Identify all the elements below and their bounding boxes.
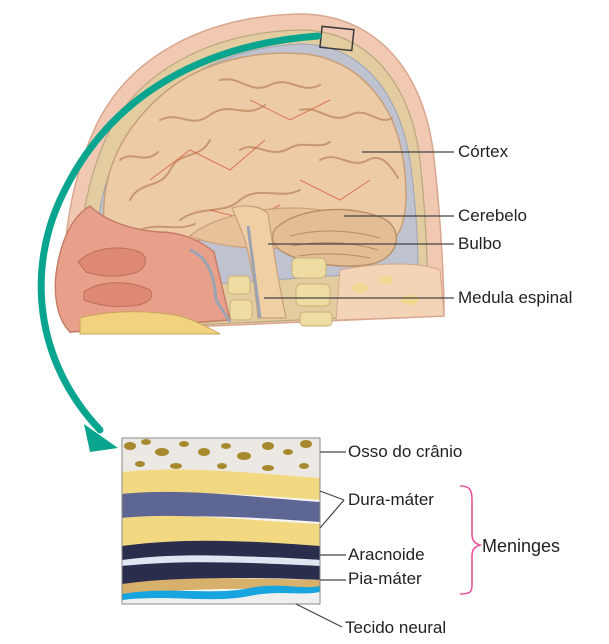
label-meninges: Meninges: [482, 536, 560, 557]
label-bulbo: Bulbo: [458, 234, 501, 254]
label-dura-mater: Dura-máter: [348, 490, 434, 510]
label-cortex: Córtex: [458, 142, 508, 162]
label-osso-do-cranio: Osso do crânio: [348, 442, 462, 462]
label-tecido-neural: Tecido neural: [345, 618, 446, 638]
meninges-layers-box: [122, 438, 320, 604]
meninges-bracket: [460, 486, 480, 594]
head-section: [55, 14, 444, 334]
neck-muscle: [336, 264, 444, 320]
label-pia-mater: Pia-máter: [348, 569, 422, 589]
label-cerebelo: Cerebelo: [458, 206, 527, 226]
label-aracnoide: Aracnoide: [348, 545, 425, 565]
label-medula-espinal: Medula espinal: [458, 288, 572, 308]
